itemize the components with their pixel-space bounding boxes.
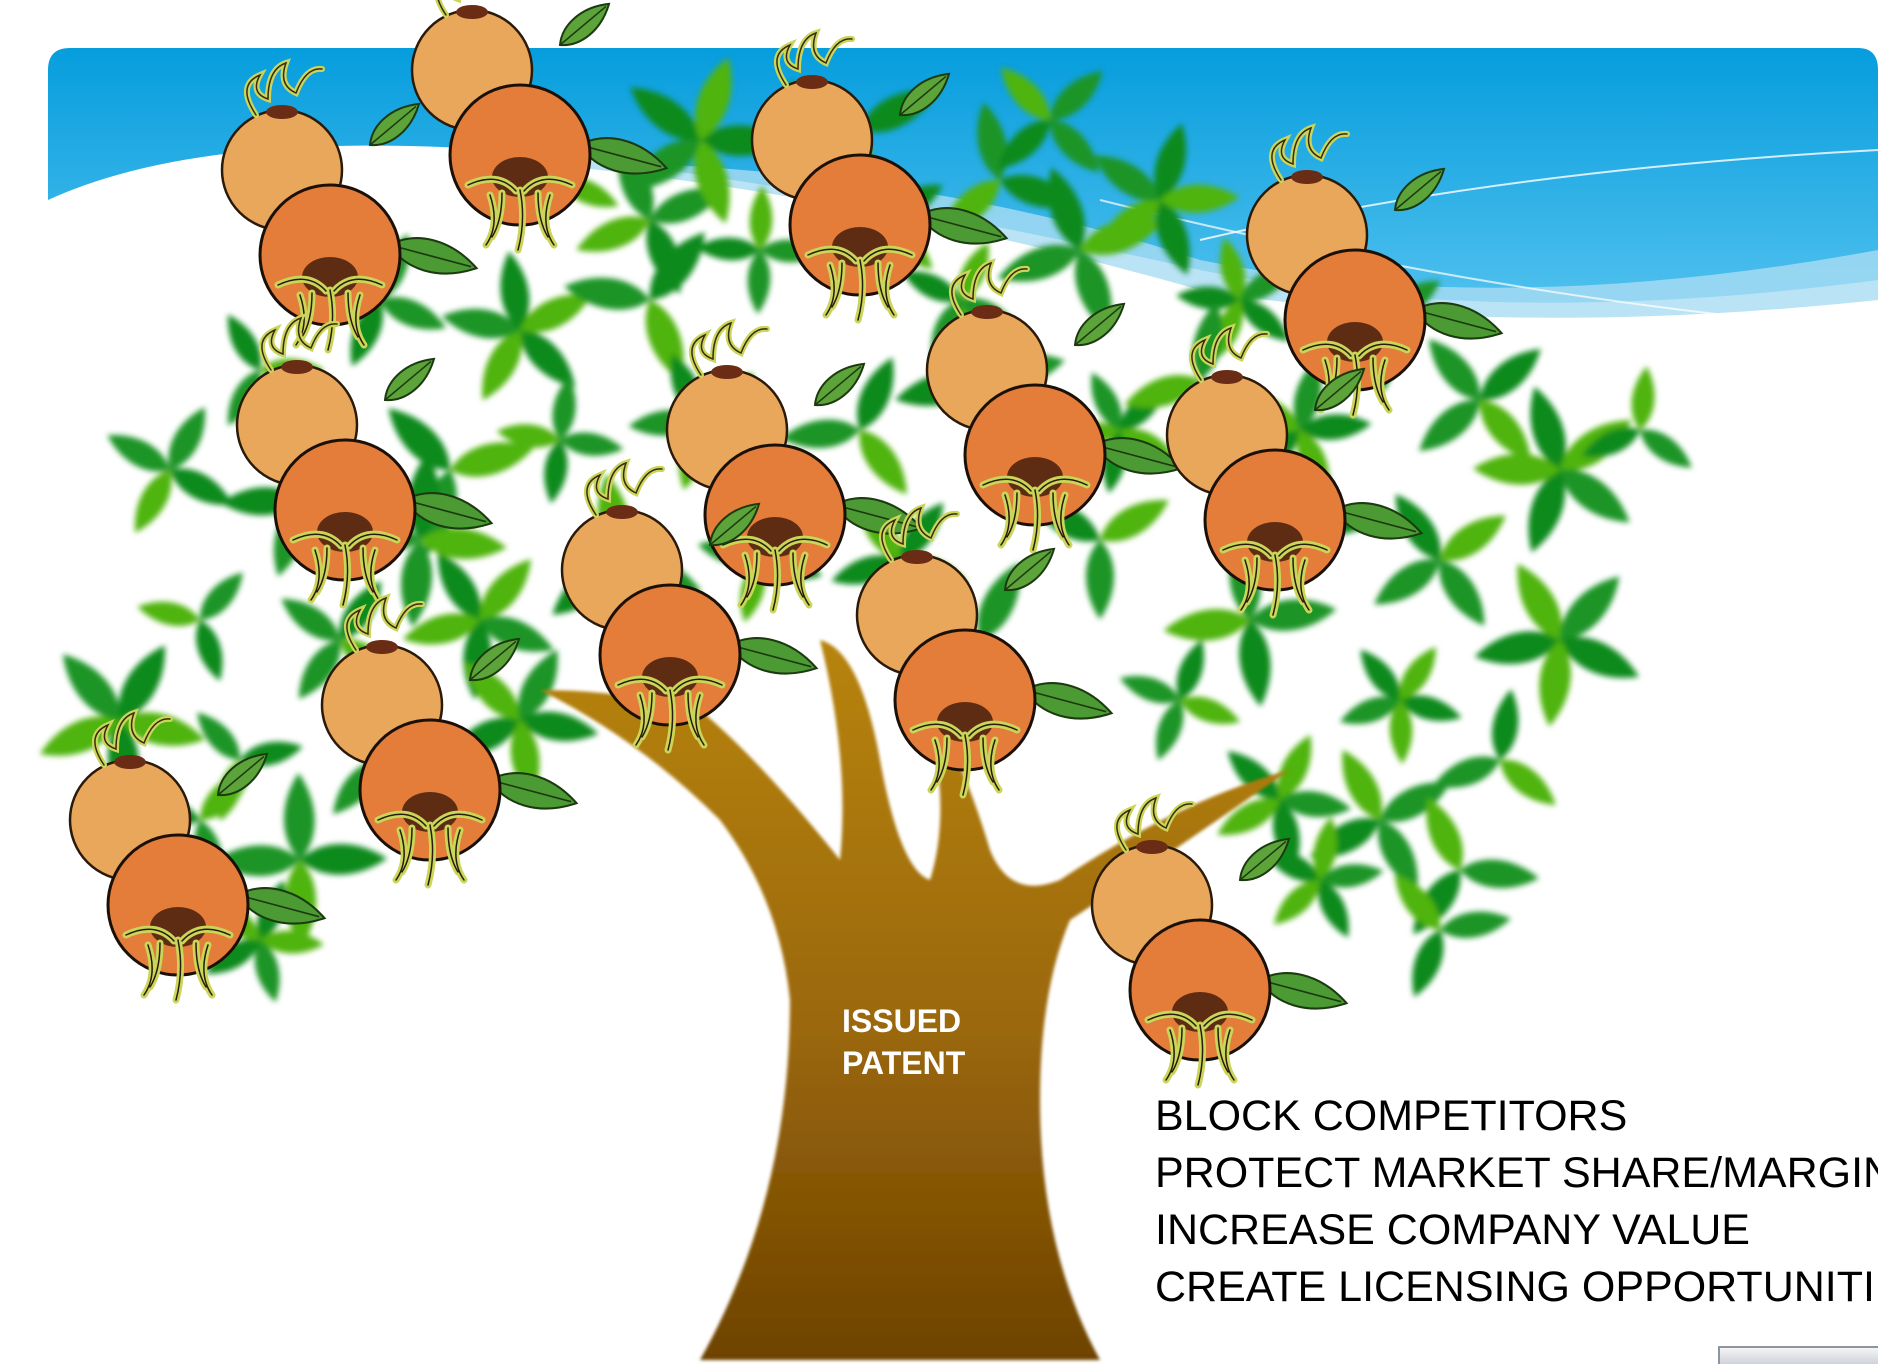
canopy-leaf: [1116, 636, 1244, 764]
canopy-leaf: [1410, 330, 1550, 470]
benefit-item: CREATE LICENSING OPPORTUNITIES: [1155, 1263, 1878, 1311]
tree-trunk: [540, 640, 1290, 1360]
canopy-leaf: [1471, 556, 1646, 729]
benefit-item: INCREASE COMPANY VALUE: [1155, 1206, 1750, 1254]
canopy-leaf: [1336, 640, 1465, 765]
trunk-label: ISSUED PATENT: [842, 1000, 965, 1084]
benefits-list: BLOCK COMPETITORS PROTECT MARKET SHARE/M…: [1155, 1088, 1878, 1316]
benefit-item: PROTECT MARKET SHARE/MARGIN: [1155, 1149, 1878, 1197]
trunk-label-line-1: ISSUED: [842, 1003, 962, 1039]
canopy-leaf: [439, 249, 598, 407]
slide-corner-widget: [1718, 1346, 1878, 1364]
trunk-label-line-2: PATENT: [842, 1045, 966, 1081]
canopy-leaf: [101, 401, 239, 539]
benefit-item: BLOCK COMPETITORS: [1155, 1092, 1628, 1140]
